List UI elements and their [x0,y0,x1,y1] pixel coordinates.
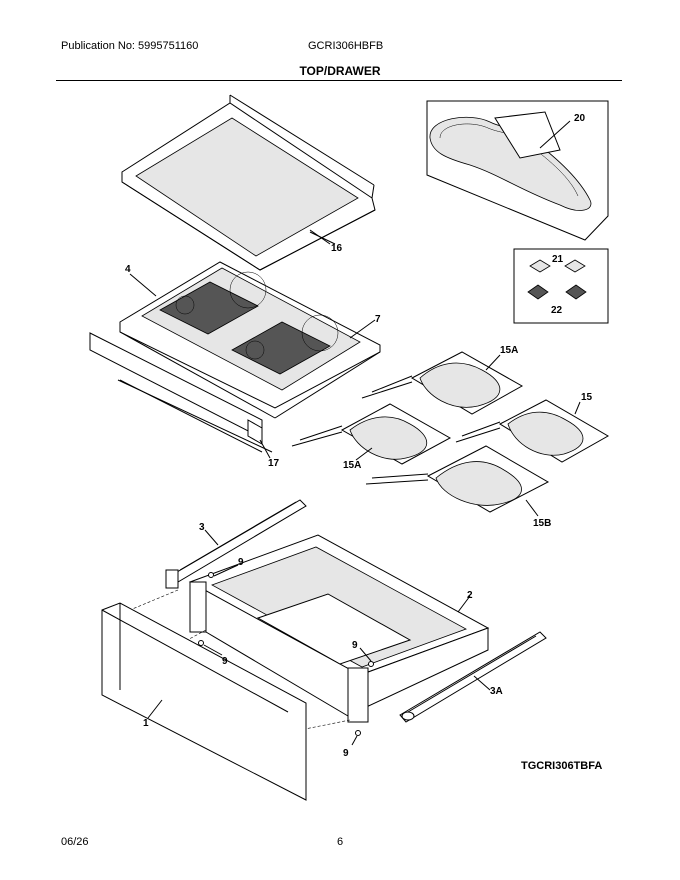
part-2-drawer-body [129,534,490,731]
part-15-element [455,399,610,463]
section-title: TOP/DRAWER [299,64,381,78]
callout-3: 3 [199,522,205,533]
callout-15a-top: 15A [500,345,518,356]
divider-line [117,379,273,453]
part-9-screws [198,564,374,746]
callout-2: 2 [467,590,473,601]
part-20-inset [426,100,609,241]
part-1-drawer-front [101,602,307,801]
page-number: 6 [337,836,344,848]
part-4-7-burner-box [119,261,381,419]
part-21-22-inset [513,248,609,324]
callout-1: 1 [143,718,149,729]
callout-7: 7 [375,314,381,325]
part-3a-right-slide [399,631,547,723]
leader-lines [129,231,581,719]
callout-21: 21 [552,254,564,265]
callout-9-a: 9 [238,557,244,568]
part-3-left-slide [165,499,307,589]
part-15a-element-top [361,351,524,415]
callout-17: 17 [268,458,280,469]
part-15b-element [365,445,550,513]
model-number: GCRI306HBFB [308,40,384,52]
callout-20: 20 [574,113,586,124]
part-15a-element-bottom [291,403,452,465]
callout-15a-bottom: 15A [343,460,361,471]
callout-3a: 3A [490,686,503,697]
callout-9-d: 9 [343,748,349,759]
callout-9-c: 9 [222,656,228,667]
callout-22: 22 [551,305,563,316]
part-16-cooktop-glass [121,94,376,271]
footer-date: 06/26 [61,836,89,848]
callout-9-b: 9 [352,640,358,651]
front-frame-strip [89,332,263,453]
callout-16: 16 [331,243,343,254]
callout-15: 15 [581,392,593,403]
callout-4: 4 [125,264,131,275]
callout-15b: 15B [533,518,551,529]
publication-number: Publication No: 5995751160 [61,40,199,52]
header-rule [56,80,622,81]
diagram-code: TGCRI306TBFA [521,760,603,772]
